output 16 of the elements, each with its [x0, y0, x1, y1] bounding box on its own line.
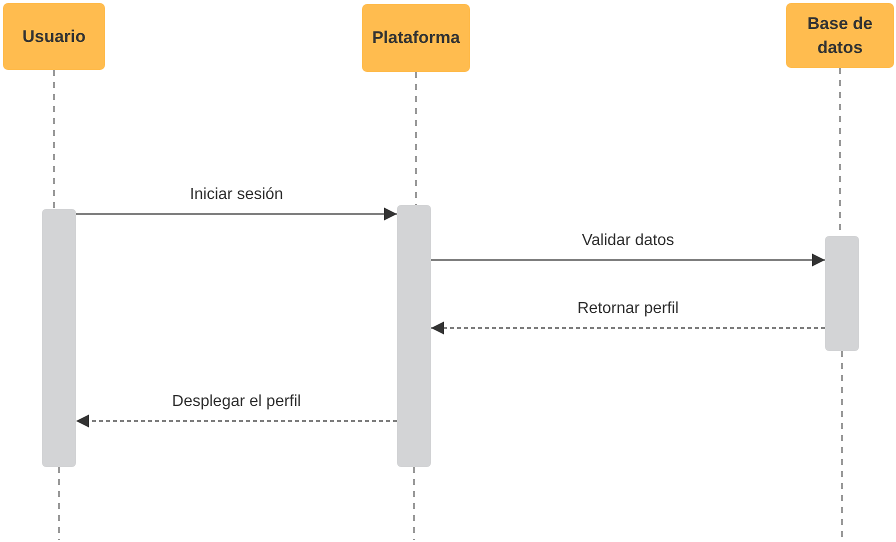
- message-arrow: [431, 254, 825, 266]
- message-arrow: [76, 208, 397, 220]
- activation-bar: [397, 205, 431, 467]
- message-arrow: [76, 414, 397, 428]
- lifeline: [413, 467, 415, 540]
- message-arrow: [431, 322, 825, 334]
- edge-label: Desplegar el perfil: [170, 392, 303, 412]
- participant-label: Usuario: [22, 26, 86, 48]
- lifeline: [841, 351, 843, 540]
- activation-bar: [825, 236, 859, 351]
- participant-label: Base de datos: [806, 12, 874, 58]
- lifeline: [415, 72, 417, 205]
- lifeline: [53, 70, 55, 209]
- participant-label: Plataforma: [372, 27, 460, 49]
- activation-bar: [42, 209, 76, 467]
- lifeline: [58, 467, 60, 540]
